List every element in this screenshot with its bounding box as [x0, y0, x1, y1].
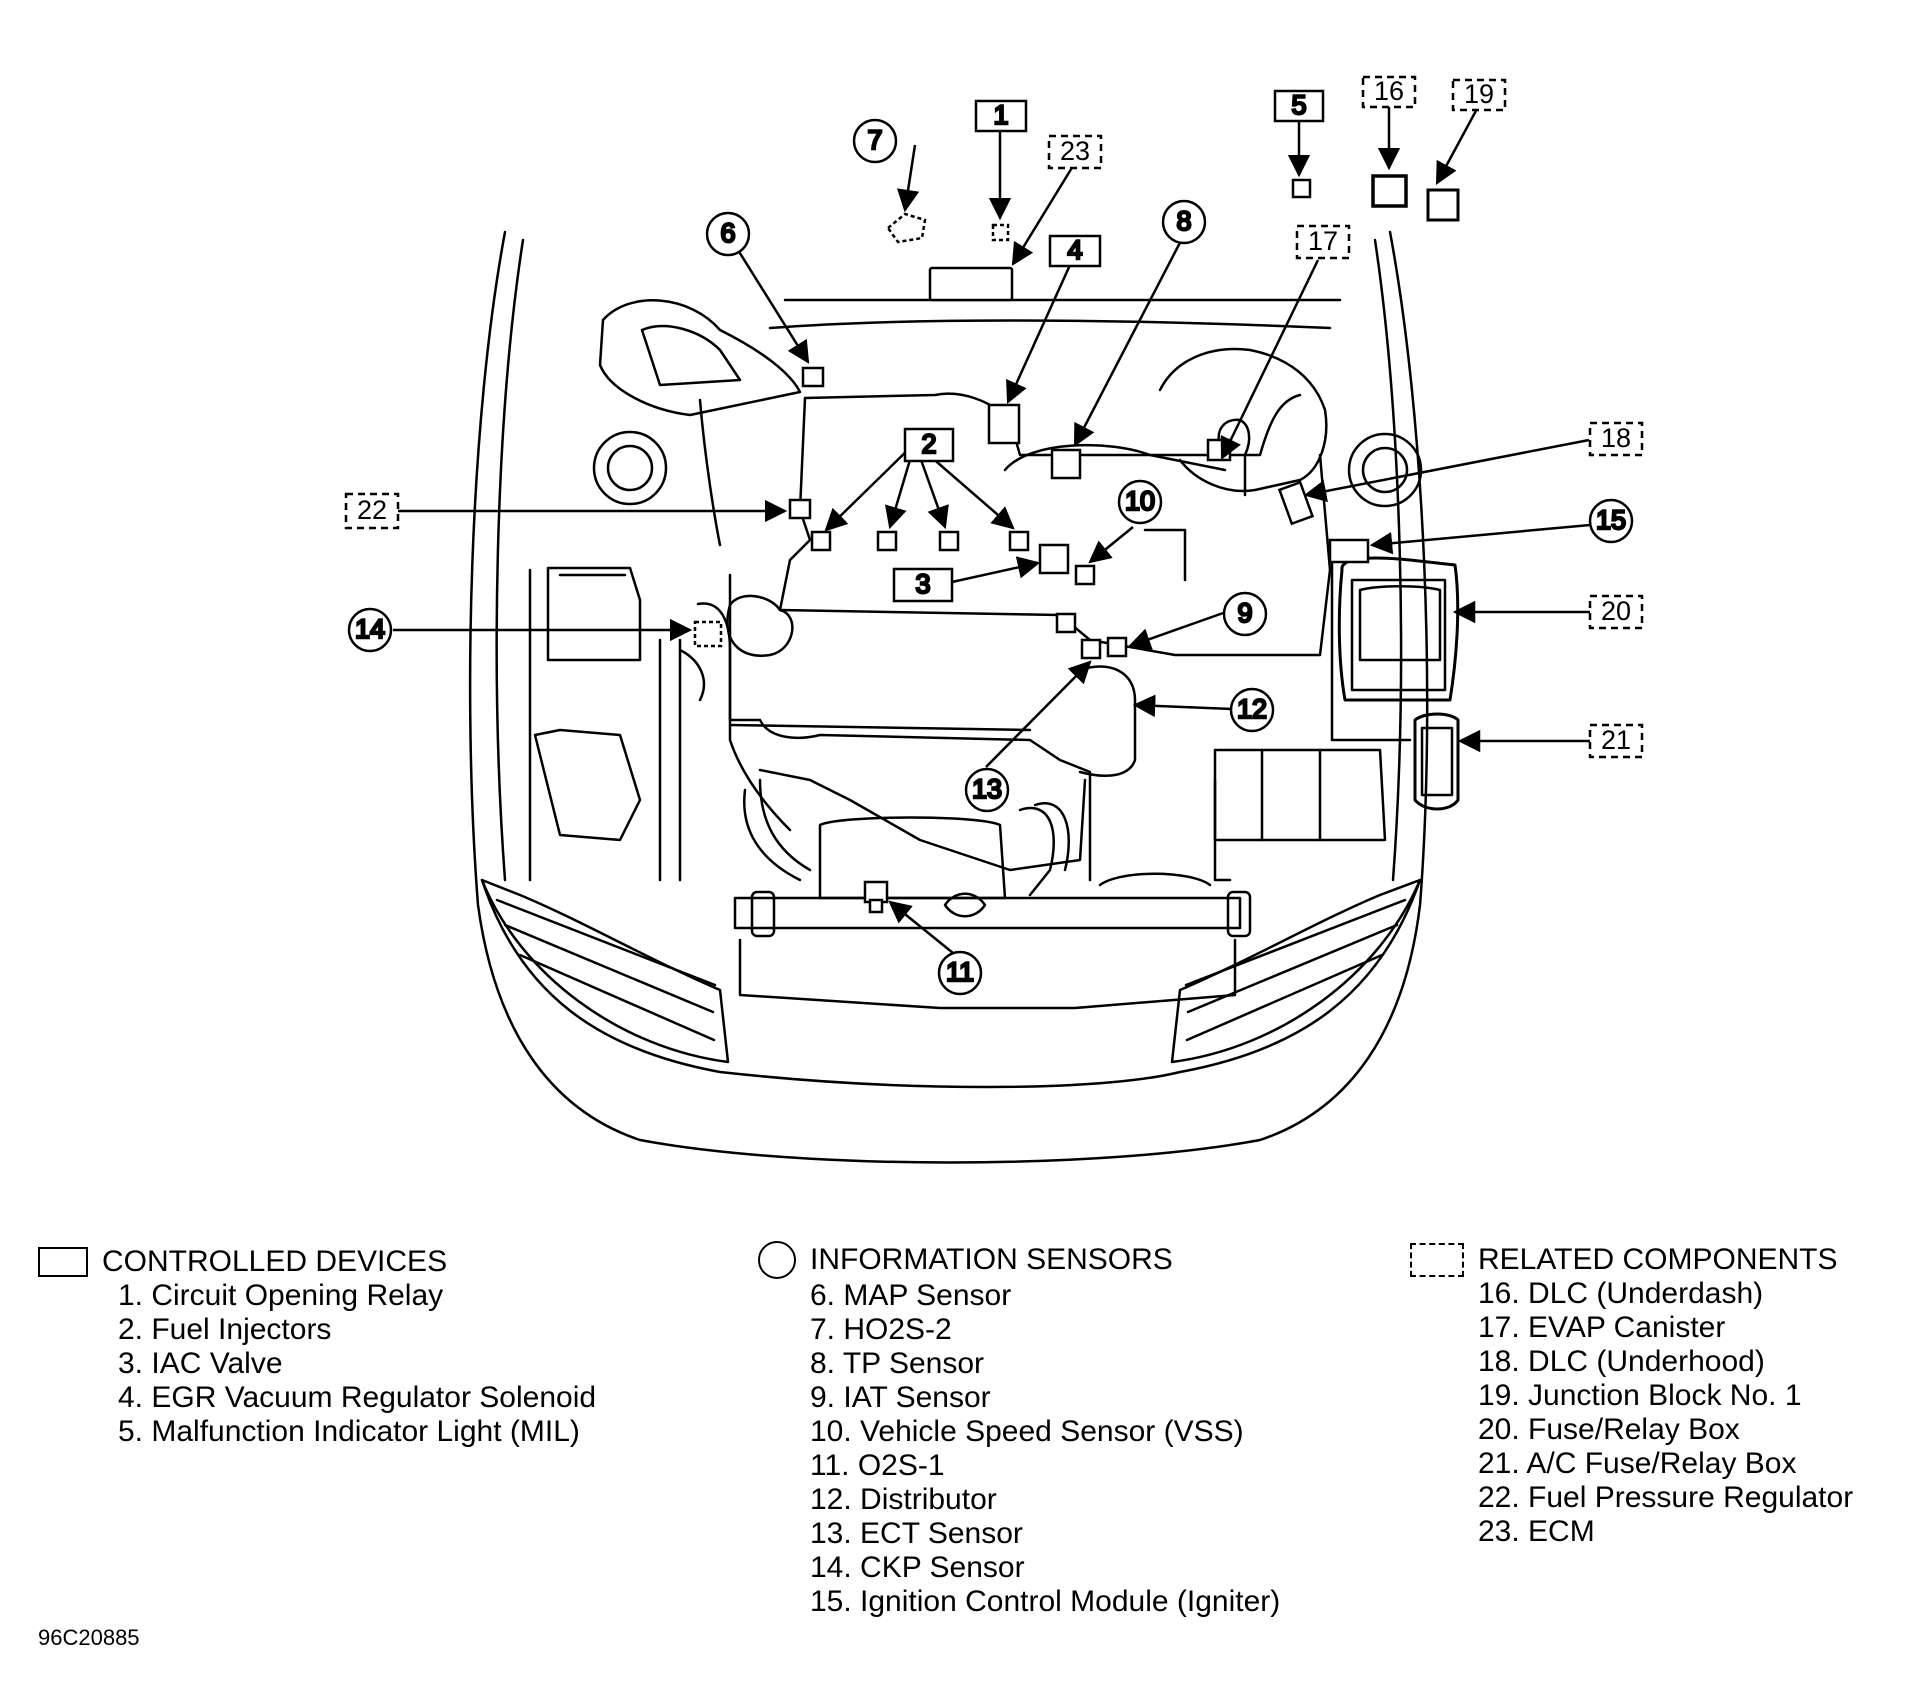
legend-controlled-devices: CONTROLLED DEVICES 1. Circuit Opening Re…: [38, 1245, 596, 1449]
legend-item: 2. Fuel Injectors: [118, 1313, 332, 1346]
legend-heading: RELATED COMPONENTS: [1478, 1243, 1838, 1276]
legend-heading: INFORMATION SENSORS: [810, 1243, 1173, 1276]
dlc-underhood-block: [1277, 480, 1315, 526]
tp-sensor-block: [1050, 448, 1082, 480]
legend-item: 22. Fuel Pressure Regulator: [1478, 1481, 1854, 1514]
injector-d-block: [1008, 530, 1030, 552]
distributor-block-a: [1055, 612, 1077, 634]
legend-item: 23. ECM: [1478, 1515, 1595, 1548]
legend-item: 13. ECT Sensor: [810, 1517, 1023, 1550]
marker-6: 6: [720, 218, 735, 248]
dashed-box-icon: [1410, 1243, 1464, 1277]
iac-valve-block: [1038, 543, 1070, 575]
solid-box-icon: [38, 1247, 88, 1277]
marker-18: 18: [1601, 423, 1631, 453]
legend-item: 17. EVAP Canister: [1478, 1311, 1726, 1344]
marker-9: 9: [1237, 598, 1252, 628]
marker-15: 15: [1596, 505, 1626, 535]
related-markers: 16 19 23 17 18 22 20 21: [344, 75, 1644, 759]
o2s-1-stem: [868, 898, 884, 914]
vehicle-outline: [468, 230, 1460, 1164]
marker-8: 8: [1176, 206, 1191, 236]
marker-7: 7: [867, 125, 882, 155]
legend-information-sensors: INFORMATION SENSORS 6. MAP Sensor 7. HO2…: [758, 1241, 1280, 1619]
injector-a-block: [810, 530, 832, 552]
legend-item: 21. A/C Fuse/Relay Box: [1478, 1447, 1797, 1480]
marker-10: 10: [1125, 486, 1155, 516]
marker-13: 13: [972, 774, 1002, 804]
ecm-block: [928, 266, 1014, 302]
marker-3: 3: [915, 569, 930, 599]
marker-14: 14: [355, 614, 385, 644]
legend-heading: CONTROLLED DEVICES: [102, 1245, 448, 1278]
marker-19: 19: [1464, 79, 1494, 109]
injector-c-block: [938, 530, 960, 552]
marker-1: 1: [993, 100, 1008, 130]
legend-item: 20. Fuse/Relay Box: [1478, 1413, 1740, 1446]
junction-block-block: [1426, 188, 1460, 222]
egr-solenoid-block: [987, 403, 1021, 445]
legend-item: 3. IAC Valve: [118, 1347, 283, 1380]
map-sensor-block: [801, 366, 825, 388]
marker-21: 21: [1601, 725, 1631, 755]
legend-item: 8. TP Sensor: [810, 1347, 984, 1380]
legend-item: 6. MAP Sensor: [810, 1279, 1012, 1312]
legend-item: 4. EGR Vacuum Regulator Solenoid: [118, 1381, 597, 1414]
legend-item: 10. Vehicle Speed Sensor (VSS): [810, 1415, 1244, 1448]
legend-item: 5. Malfunction Indicator Light (MIL): [118, 1415, 580, 1448]
marker-16: 16: [1374, 76, 1404, 106]
legend-item: 19. Junction Block No. 1: [1478, 1379, 1802, 1412]
vss-block: [1074, 564, 1096, 586]
legend-item: 7. HO2S-2: [810, 1313, 952, 1346]
callout-markers: 1 2 3 4 5 7 6 8 10 9 12 13 11 14 15: [347, 89, 1634, 996]
circle-icon: [758, 1241, 796, 1279]
legend-related-components: RELATED COMPONENTS 16. DLC (Underdash) 1…: [1410, 1243, 1853, 1549]
igniter-block: [1328, 538, 1370, 564]
marker-20: 20: [1601, 596, 1631, 626]
ho2s-2-block: [886, 212, 927, 244]
marker-22: 22: [357, 495, 387, 525]
marker-5: 5: [1291, 90, 1306, 120]
legend-item: 11. O2S-1: [810, 1449, 945, 1482]
legend-item: 16. DLC (Underdash): [1478, 1277, 1764, 1310]
legend-item: 1. Circuit Opening Relay: [118, 1279, 444, 1312]
ckp-sensor-block: [693, 620, 723, 648]
marker-2: 2: [921, 429, 936, 459]
marker-4: 4: [1067, 235, 1082, 265]
marker-23: 23: [1060, 136, 1090, 166]
marker-12: 12: [1237, 694, 1267, 724]
legend-item: 14. CKP Sensor: [810, 1551, 1025, 1584]
legend-item: 18. DLC (Underhood): [1478, 1345, 1765, 1378]
component-blocks: [693, 174, 1460, 914]
ect-sensor-block: [1080, 638, 1102, 660]
dlc-underdash-block: [1371, 174, 1408, 208]
legend-item: 12. Distributor: [810, 1483, 997, 1516]
marker-11: 11: [946, 957, 974, 987]
legend-item: 15. Ignition Control Module (Igniter): [810, 1585, 1281, 1618]
callout-arrows: [393, 106, 1591, 954]
marker-17: 17: [1308, 226, 1338, 256]
circuit-opening-relay-block: [991, 223, 1010, 242]
fuel-pressure-regulator-block: [788, 498, 812, 520]
mil-block: [1291, 178, 1312, 199]
injector-b-block: [876, 530, 898, 552]
figure-code: 96C20885: [38, 1625, 140, 1650]
legend-item: 9. IAT Sensor: [810, 1381, 991, 1414]
iat-sensor-block: [1106, 636, 1128, 658]
